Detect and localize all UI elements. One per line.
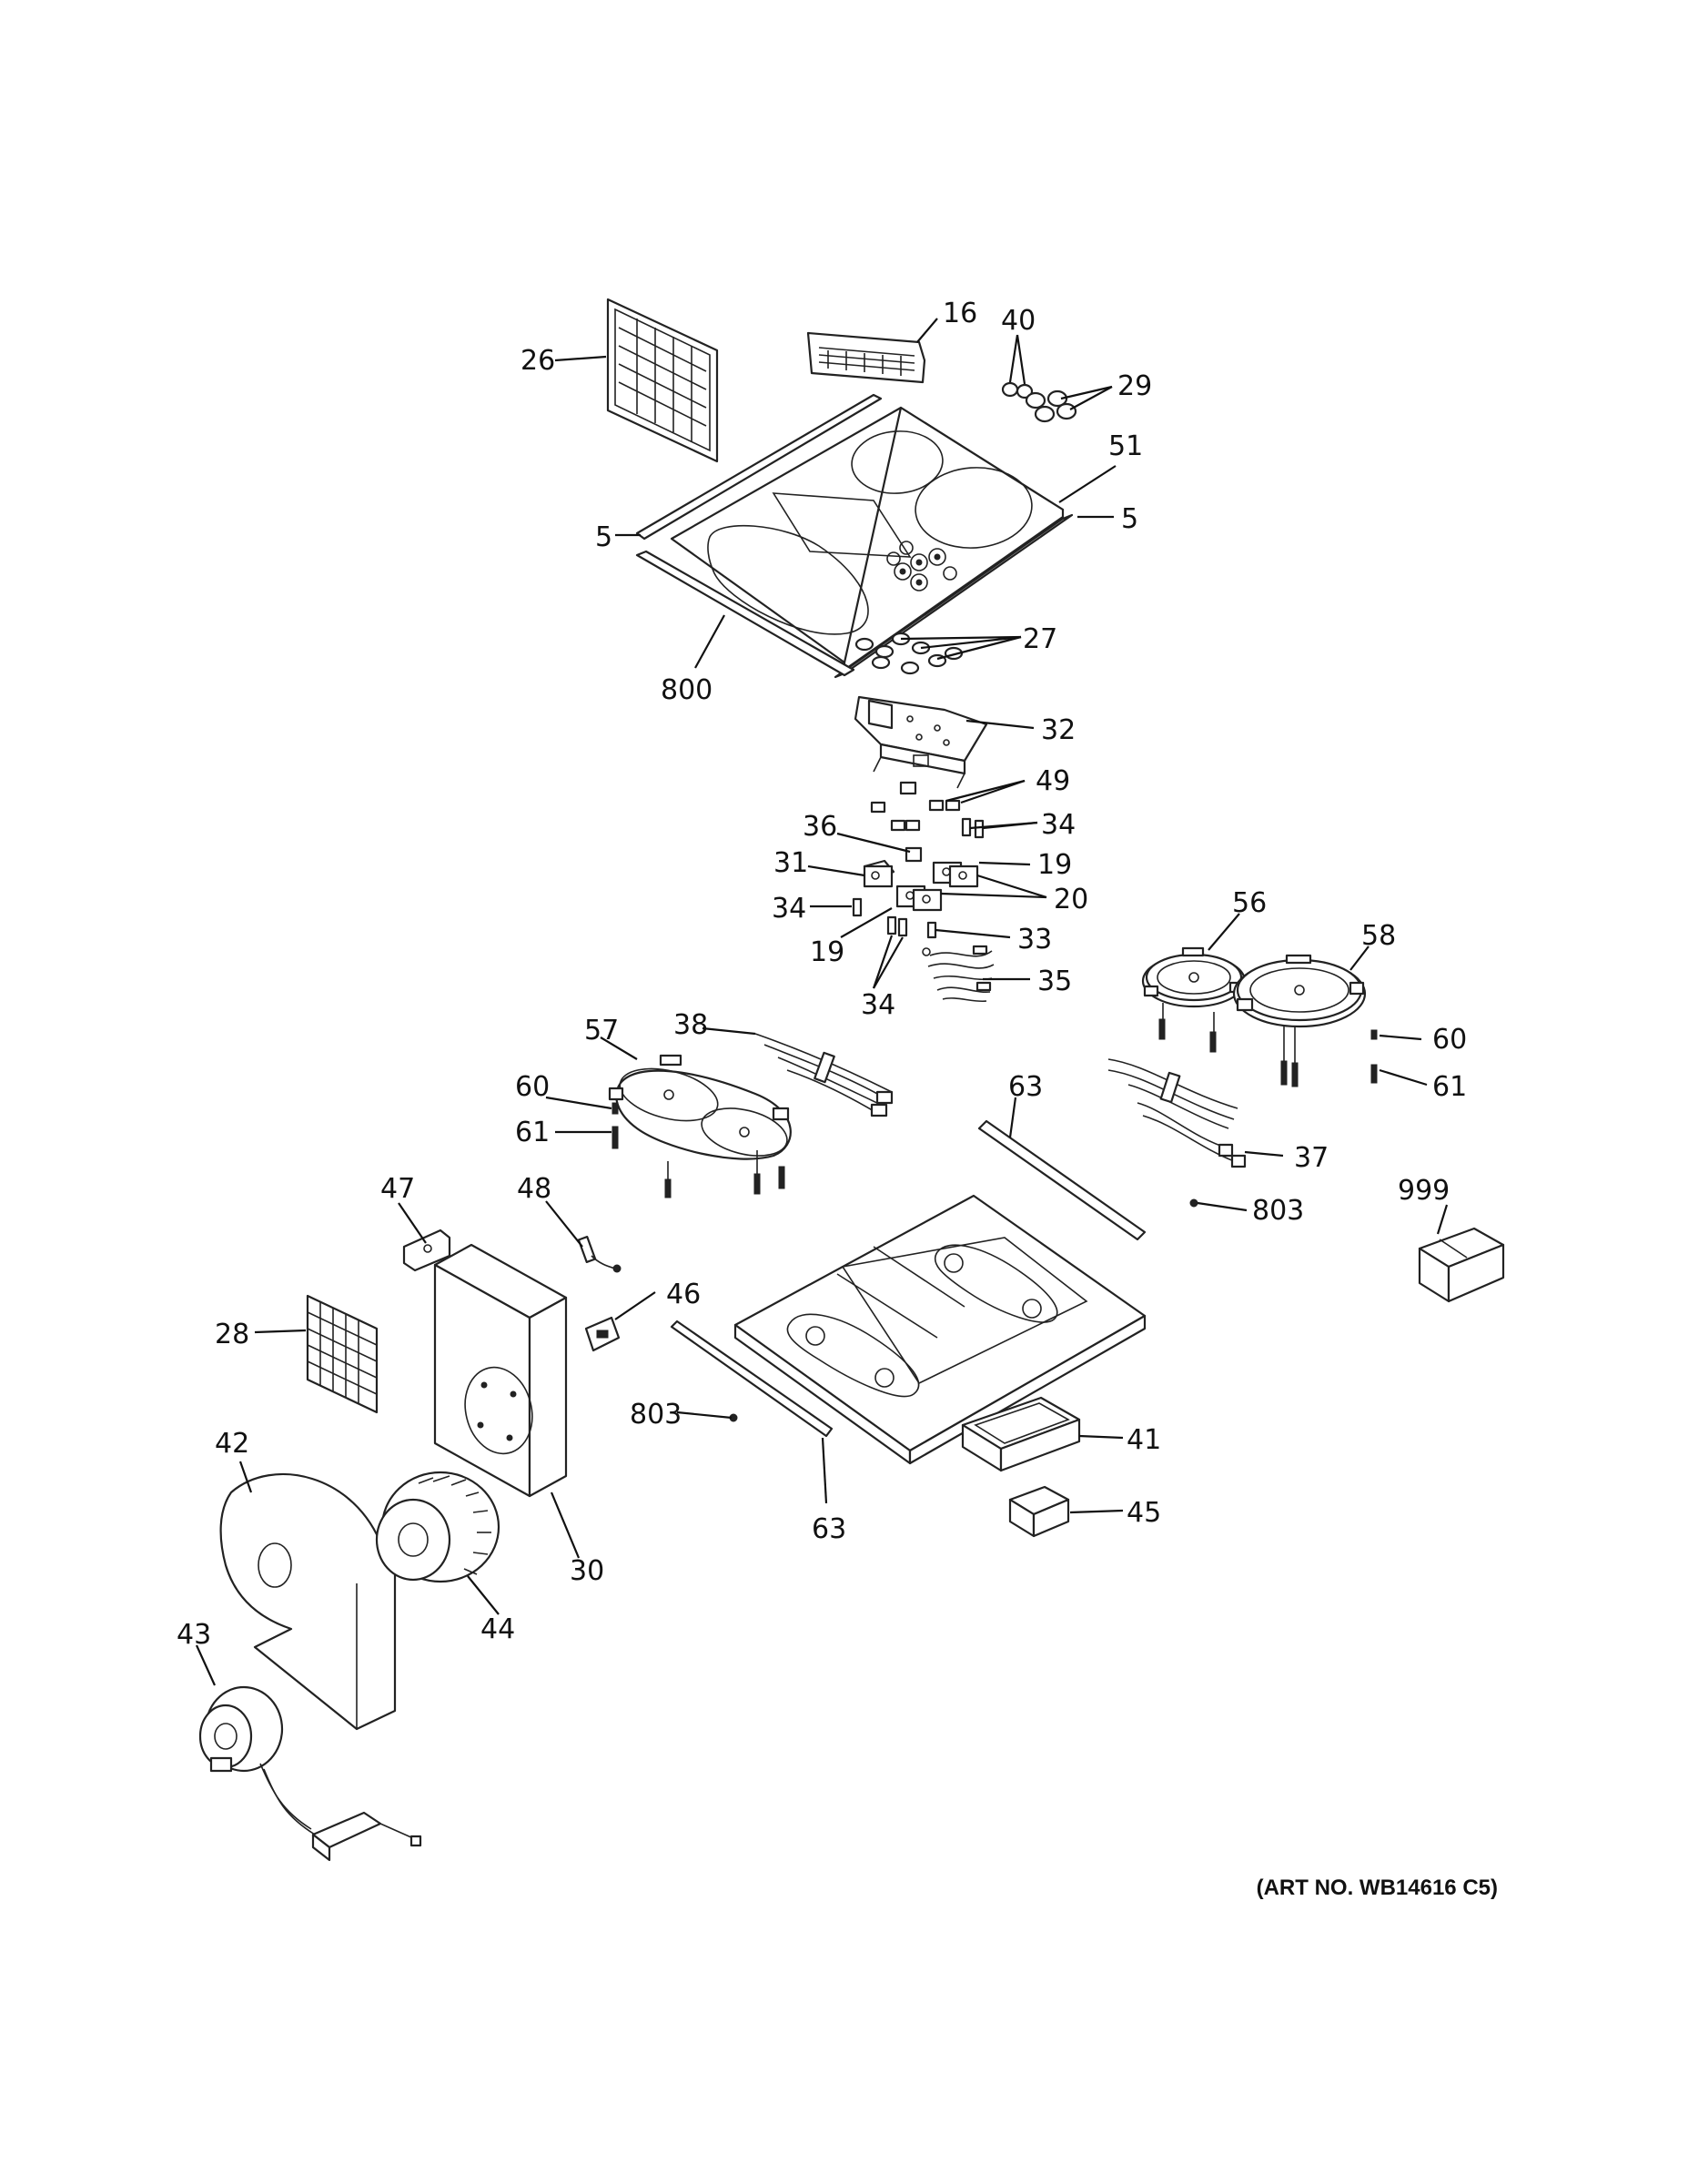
callout-19-upper: 19 bbox=[1037, 849, 1072, 881]
callout-57: 57 bbox=[584, 1015, 619, 1046]
part-34-33-clips-lower bbox=[852, 897, 937, 939]
callout-30: 30 bbox=[570, 1555, 604, 1587]
callout-61-right: 61 bbox=[1432, 1071, 1467, 1103]
part-37-terminal-leads-right bbox=[1107, 1058, 1247, 1168]
part-44-blower-wheel bbox=[375, 1471, 500, 1583]
control-buttons bbox=[886, 541, 957, 592]
part-56-radiant-element-small bbox=[1141, 946, 1247, 1053]
callout-32: 32 bbox=[1041, 714, 1076, 746]
part-41-drip-tray bbox=[961, 1396, 1081, 1472]
part-40-29-knobs bbox=[1001, 381, 1077, 423]
callout-16: 16 bbox=[943, 298, 977, 329]
callout-labels: 16 40 26 29 51 5 5 27 800 32 49 34 36 19… bbox=[177, 298, 1467, 1651]
part-5-trim-strip-left bbox=[635, 393, 883, 541]
part-16-vent-grate bbox=[806, 331, 926, 384]
callout-41: 41 bbox=[1127, 1424, 1161, 1456]
part-base-pan bbox=[733, 1194, 1147, 1465]
part-57-dual-radiant-element bbox=[608, 1054, 792, 1198]
callout-60-left: 60 bbox=[515, 1071, 550, 1103]
callout-37: 37 bbox=[1294, 1142, 1329, 1174]
callout-5-right: 5 bbox=[1121, 503, 1138, 535]
callout-34-lower: 34 bbox=[861, 989, 895, 1021]
leader-lines bbox=[195, 318, 1449, 1686]
callout-61-left: 61 bbox=[515, 1117, 550, 1148]
part-36-connector bbox=[905, 846, 923, 863]
part-60-61-pins-left bbox=[612, 1102, 619, 1149]
callout-31: 31 bbox=[773, 847, 808, 879]
callout-44: 44 bbox=[480, 1613, 515, 1645]
callout-38: 38 bbox=[673, 1009, 708, 1041]
callout-20: 20 bbox=[1054, 884, 1088, 915]
part-999-parts-box bbox=[1418, 1227, 1505, 1303]
callout-60-right: 60 bbox=[1432, 1024, 1467, 1056]
part-35-wire-harness bbox=[922, 945, 995, 1003]
part-43-blower-motor bbox=[198, 1685, 422, 1862]
part-800-front-trim bbox=[635, 550, 855, 677]
callout-56: 56 bbox=[1232, 887, 1267, 919]
part-58-radiant-element-large bbox=[1232, 954, 1367, 1087]
part-48-sensor bbox=[577, 1235, 622, 1273]
callout-58: 58 bbox=[1361, 920, 1396, 952]
callout-800: 800 bbox=[661, 674, 713, 706]
callout-35: 35 bbox=[1037, 966, 1072, 997]
callout-36: 36 bbox=[803, 811, 837, 843]
callout-45: 45 bbox=[1127, 1497, 1161, 1529]
part-63-rear-strip bbox=[977, 1119, 1147, 1241]
callout-5-left: 5 bbox=[595, 521, 612, 553]
callout-46: 46 bbox=[666, 1279, 701, 1310]
callout-49: 49 bbox=[1036, 765, 1070, 797]
part-47-mounting-bracket bbox=[402, 1228, 451, 1272]
callout-33: 33 bbox=[1017, 924, 1052, 956]
part-46-switch bbox=[584, 1316, 621, 1352]
callout-29: 29 bbox=[1117, 370, 1152, 402]
part-42-blower-housing bbox=[219, 1472, 397, 1731]
part-38-terminal-leads-left bbox=[754, 1033, 894, 1117]
part-28-grille bbox=[306, 1294, 379, 1414]
part-31-19-20-relay-blocks bbox=[863, 859, 979, 912]
callout-63-rear: 63 bbox=[1008, 1071, 1043, 1103]
callout-51: 51 bbox=[1108, 430, 1143, 462]
callout-34-left: 34 bbox=[772, 893, 806, 925]
callout-803-right: 803 bbox=[1252, 1195, 1304, 1227]
part-45-small-tray bbox=[1008, 1485, 1070, 1538]
callout-42: 42 bbox=[215, 1428, 249, 1460]
callout-19-lower: 19 bbox=[810, 936, 844, 968]
callout-40: 40 bbox=[1001, 305, 1036, 337]
callout-803-left: 803 bbox=[630, 1399, 682, 1431]
callout-63-front: 63 bbox=[812, 1513, 846, 1545]
callout-48: 48 bbox=[517, 1173, 551, 1205]
part-51-cooktop-glass bbox=[670, 406, 1065, 672]
part-49-control-pads bbox=[870, 781, 961, 832]
art-number: (ART NO. WB14616 C5) bbox=[1257, 1876, 1498, 1900]
callout-34-upper: 34 bbox=[1041, 809, 1076, 841]
callout-26: 26 bbox=[521, 345, 555, 377]
callout-28: 28 bbox=[215, 1319, 249, 1350]
part-60-61-pins-right bbox=[1370, 1029, 1378, 1084]
callout-43: 43 bbox=[177, 1619, 211, 1651]
part-26-filter-panel bbox=[606, 298, 719, 463]
callout-47: 47 bbox=[380, 1173, 415, 1205]
callout-999: 999 bbox=[1398, 1175, 1450, 1207]
part-63-front-strip bbox=[670, 1320, 834, 1438]
part-32-control-bracket bbox=[854, 695, 988, 789]
part-30-duct-housing bbox=[433, 1243, 568, 1498]
callout-27: 27 bbox=[1023, 623, 1057, 655]
